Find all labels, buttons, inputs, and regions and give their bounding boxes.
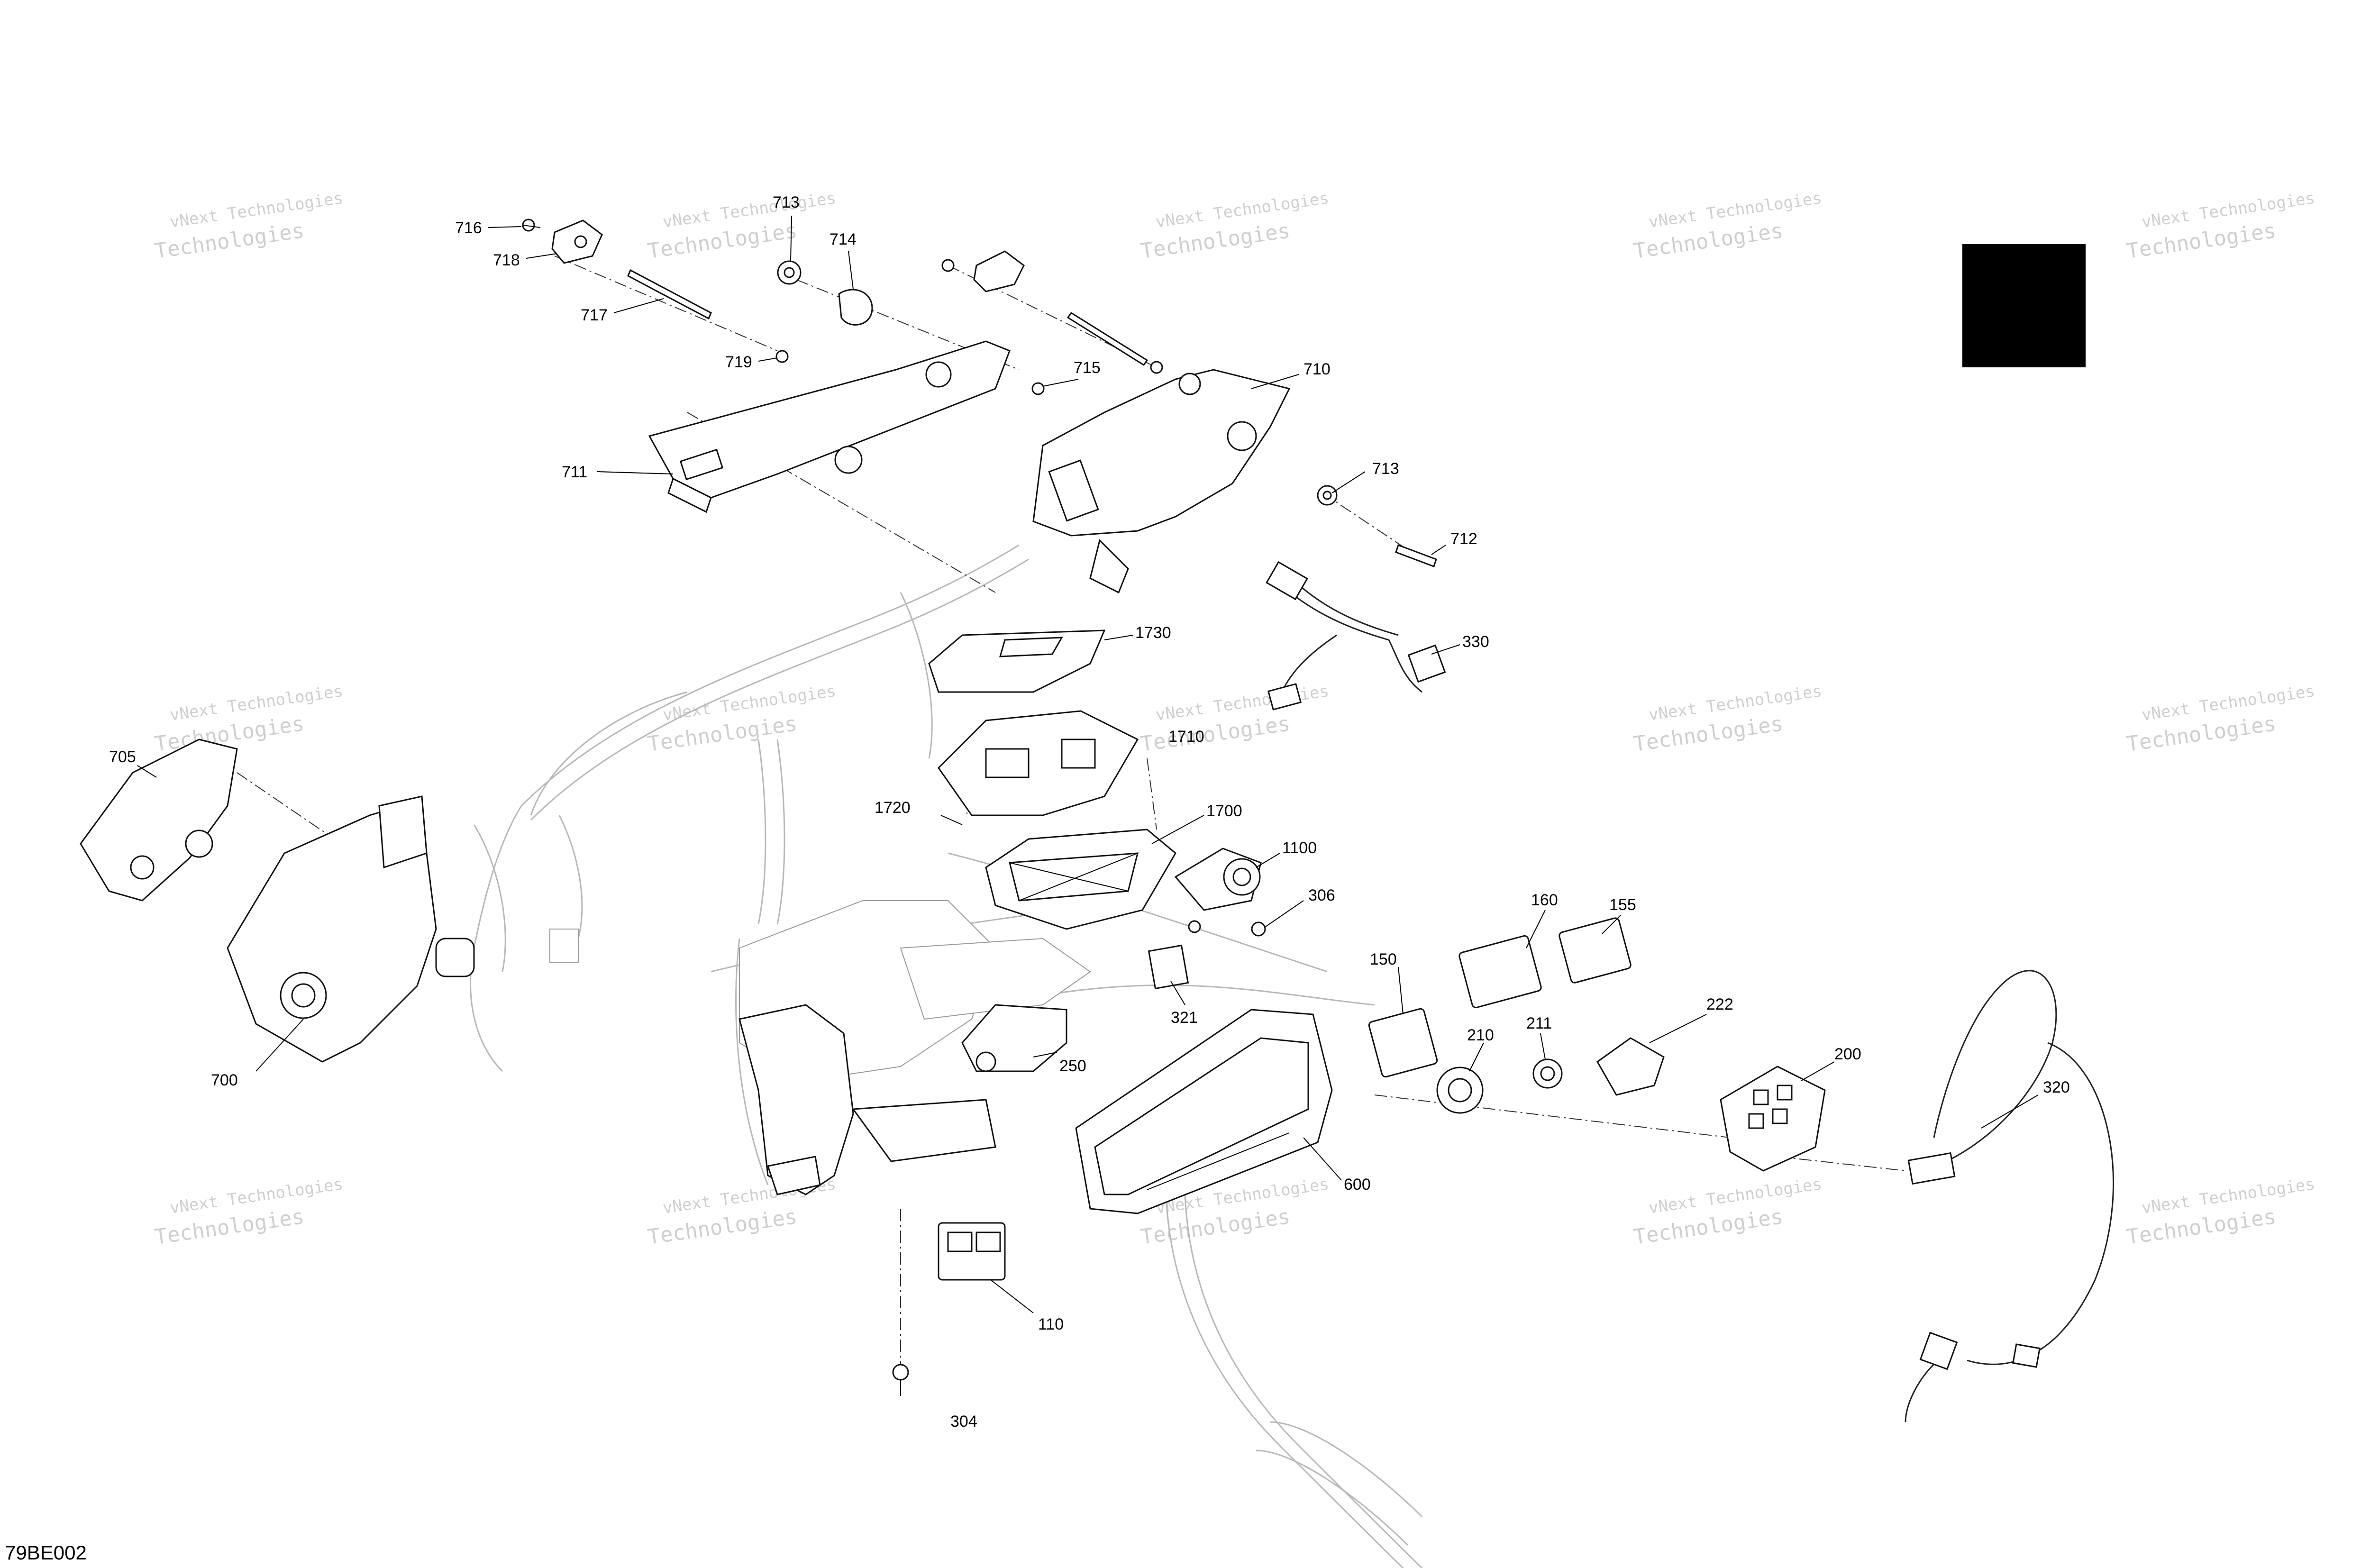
- part-705-cover: [80, 738, 238, 902]
- callout-705: 705: [109, 748, 136, 766]
- callout-716: 716: [455, 219, 482, 237]
- callout-712: 712: [1450, 530, 1477, 548]
- callout-330: 330: [1462, 633, 1489, 651]
- part-600-instrument-cluster: [1075, 1009, 1333, 1214]
- part-711-bracket: [648, 340, 1011, 513]
- part-250-plate: [961, 1004, 1067, 1072]
- callout-306: 306: [1308, 886, 1335, 904]
- callout-1720: 1720: [875, 799, 911, 817]
- callout-labels: 716 718 717 713 714 719 715 710 711 713 …: [109, 193, 2070, 1431]
- callout-321: 321: [1171, 1009, 1198, 1027]
- part-1710-plate: [938, 710, 1139, 816]
- callout-222: 222: [1706, 995, 1733, 1013]
- part-222-cap: [1596, 1037, 1665, 1096]
- callout-715: 715: [1074, 359, 1101, 377]
- callout-210: 210: [1467, 1026, 1494, 1044]
- part-210-socket: [1436, 1067, 1484, 1114]
- callout-1710: 1710: [1168, 728, 1204, 746]
- top-hardware: [522, 219, 1437, 567]
- callout-713-right: 713: [1372, 460, 1399, 478]
- callout-711: 711: [562, 463, 587, 481]
- callout-1100: 1100: [1282, 839, 1317, 857]
- callout-1700: 1700: [1206, 802, 1242, 820]
- callout-150: 150: [1370, 950, 1397, 968]
- callout-700: 700: [211, 1071, 238, 1089]
- callout-600: 600: [1344, 1176, 1371, 1194]
- part-1730-pad: [928, 629, 1106, 693]
- callout-304: 304: [950, 1413, 977, 1431]
- callout-160: 160: [1531, 891, 1558, 909]
- leader-lines: [137, 215, 2039, 1313]
- callout-710: 710: [1304, 360, 1331, 378]
- callout-1730: 1730: [1135, 624, 1171, 642]
- callout-211: 211: [1526, 1014, 1552, 1032]
- part-155-switch: [1559, 917, 1632, 984]
- part-700-module: [227, 795, 475, 1063]
- part-1100-connector: [1174, 848, 1262, 911]
- part-211-nut: [1532, 1058, 1563, 1089]
- callout-717: 717: [581, 306, 608, 324]
- callout-713-top: 713: [773, 193, 800, 211]
- part-200-keypad: [1720, 1066, 1826, 1172]
- left-harness-segment: [473, 691, 688, 972]
- callout-110: 110: [1038, 1315, 1064, 1333]
- part-110-bracket: [738, 1004, 1006, 1281]
- black-square-badge: [1962, 244, 2086, 367]
- diagram-code: 79BE002: [5, 1541, 87, 1564]
- part-304-screw: [892, 1364, 909, 1396]
- part-150-switch: [1368, 1008, 1438, 1078]
- callout-320: 320: [2043, 1078, 2070, 1096]
- callout-200: 200: [1834, 1045, 1861, 1063]
- callout-250: 250: [1059, 1057, 1086, 1075]
- part-1700-module: [985, 829, 1176, 930]
- callout-719: 719: [725, 353, 752, 371]
- part-710-bracket: [1032, 369, 1291, 594]
- part-321-connector: [1148, 944, 1189, 990]
- part-306-screw: [1188, 920, 1266, 937]
- part-160-switch: [1458, 935, 1542, 1009]
- callout-718: 718: [493, 251, 520, 269]
- part-320-harness: [1905, 970, 2115, 1422]
- callout-714: 714: [830, 230, 857, 248]
- part-330-harness: [1266, 561, 1446, 711]
- callout-155: 155: [1609, 896, 1636, 914]
